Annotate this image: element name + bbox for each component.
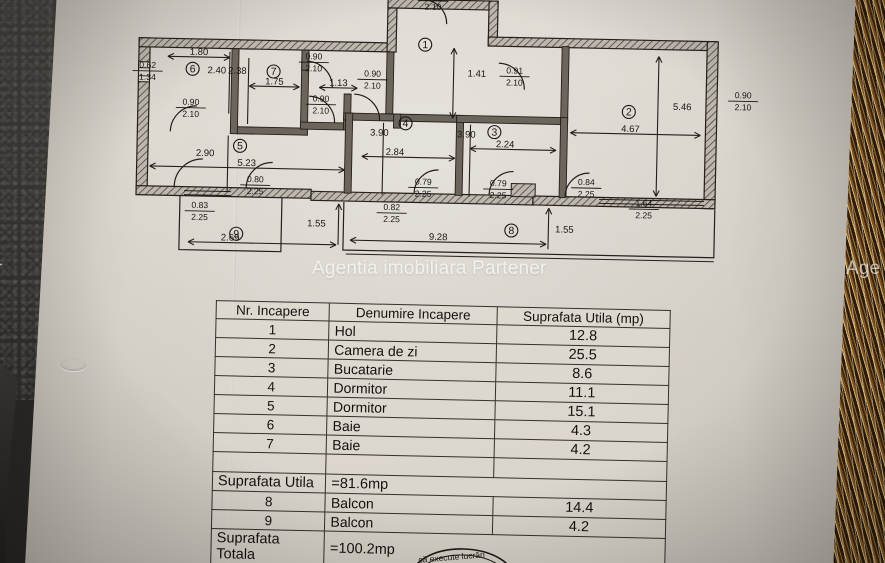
cell-nr: 9: [211, 509, 326, 531]
opening-label: 0.83 2.25: [184, 200, 215, 222]
svg-text:2.10: 2.10: [182, 109, 199, 119]
svg-text:0.79: 0.79: [490, 178, 507, 188]
cell-nr: 4: [214, 375, 329, 398]
dim-room1-offset: 1.41: [467, 69, 486, 80]
opening-label: 0.80 2.25: [240, 174, 271, 196]
svg-text:2.25: 2.25: [247, 186, 264, 196]
room-marker-7: 7: [266, 64, 281, 79]
opening-label: 0.90 2.10: [728, 90, 759, 113]
cell-nr: 6: [213, 413, 328, 436]
cell-nr: 8: [211, 490, 326, 513]
plan-dimension-labels: 1.80 2.40 2.38 1.75 1.13 2.90 5.23 1.41 …: [190, 47, 692, 244]
svg-text:0.82: 0.82: [383, 202, 400, 212]
svg-text:8: 8: [508, 225, 514, 237]
cell-nr: 7: [213, 432, 327, 455]
svg-text:5: 5: [237, 140, 243, 152]
svg-text:2.25: 2.25: [415, 188, 432, 198]
opening-label: 0.90 2.10: [305, 93, 336, 116]
cell-nr: 1: [215, 318, 330, 341]
svg-text:3: 3: [491, 127, 497, 139]
svg-text:0.62: 0.62: [139, 60, 156, 70]
dim-room7-depth: 2.38: [228, 66, 247, 77]
room-marker-2: 2: [621, 104, 636, 119]
svg-text:0.80: 0.80: [247, 174, 264, 184]
subtotal-label: Suprafata Utila: [212, 471, 327, 494]
dim-balcony8-depth: 1.55: [555, 224, 574, 235]
svg-text:2.10: 2.10: [364, 80, 381, 90]
svg-text:2.25: 2.25: [490, 190, 507, 200]
dim-room4-width: 2.84: [386, 147, 405, 158]
dim-room6-depth: 2.40: [207, 65, 226, 76]
opening-label: 0.79 2.25: [483, 178, 514, 200]
opening-label: 0.62 1.34: [132, 60, 163, 82]
svg-text:2.25: 2.25: [635, 210, 652, 220]
svg-text:9: 9: [233, 228, 239, 240]
svg-text:0.90: 0.90: [313, 93, 330, 103]
dim-room6-width: 1.80: [190, 47, 209, 58]
opening-label: 0.84 2.25: [571, 177, 602, 199]
dim-room3-depth: 3.90: [457, 129, 476, 140]
svg-text:0.90: 0.90: [364, 68, 381, 78]
svg-text:0.90: 0.90: [735, 90, 752, 100]
dim-balcony9-depth: 1.55: [307, 218, 326, 229]
dim-corridor: 1.13: [329, 78, 348, 89]
dim-room7-width: 1.75: [265, 76, 284, 87]
opening-label: 0.91 2.10: [499, 65, 530, 88]
opening-label: 1.64 2.25: [628, 198, 659, 220]
room-marker-4: 4: [398, 116, 413, 131]
dim-room4-depth: 3.90: [370, 128, 389, 139]
svg-text:2.25: 2.25: [383, 214, 400, 224]
svg-text:2.10: 2.10: [506, 77, 523, 87]
dim-room3-width: 2.24: [496, 139, 515, 150]
svg-text:7: 7: [271, 66, 277, 78]
svg-text:2.10: 2.10: [305, 63, 322, 73]
room-marker-3: 3: [487, 125, 502, 140]
floor-plan-drawing: 1 2 3 4 5: [132, 0, 759, 263]
svg-text:4: 4: [402, 118, 408, 130]
svg-text:0.79: 0.79: [415, 176, 432, 186]
svg-text:0.90: 0.90: [305, 51, 322, 61]
svg-text:0.83: 0.83: [191, 200, 208, 210]
opening-label: 0.90 2.10: [298, 51, 329, 74]
svg-text:2.25: 2.25: [578, 189, 595, 199]
room-marker-9: 9: [229, 226, 244, 241]
cell-nr: 2: [215, 337, 329, 360]
room-marker-8: 8: [504, 223, 519, 238]
official-stamp: să execute lucrări: [404, 542, 523, 563]
total-label: Suprafata Totala: [210, 528, 325, 563]
room-schedule-table: Nr. Incapere Denumire Incapere Suprafata…: [210, 300, 671, 563]
dim-room5-width: 5.23: [237, 158, 256, 169]
dim-room2-width: 4.67: [621, 124, 640, 135]
svg-text:1: 1: [422, 39, 428, 51]
opening-label: 0.90 2.10: [357, 68, 388, 91]
dim-balcony9-width: 2.69: [221, 232, 240, 243]
svg-text:2.10: 2.10: [425, 2, 442, 12]
dim-balcony8-width: 9.28: [429, 232, 448, 243]
room-marker-6: 6: [185, 61, 200, 76]
svg-text:0.84: 0.84: [578, 177, 595, 187]
opening-label: 0.82 2.25: [376, 202, 407, 224]
svg-text:6: 6: [190, 63, 196, 75]
opening-label: 0.90 2.10: [175, 97, 206, 119]
opening-labels: 0.62 1.34 0.90 2.10 0.90 2.10 0.90 2.10 0.90…: [132, 0, 759, 224]
room-schedule: Nr. Incapere Denumire Incapere Suprafata…: [210, 300, 671, 563]
cell-nr: 3: [214, 356, 329, 379]
svg-text:2.25: 2.25: [191, 212, 208, 222]
cell-nr: 5: [213, 394, 328, 417]
dim-room5-depth: 2.90: [196, 148, 215, 159]
dim-room2-depth: 5.46: [673, 102, 692, 113]
svg-text:1.34: 1.34: [139, 72, 156, 82]
opening-label: 0.79 2.25: [408, 176, 439, 199]
room-marker-5: 5: [232, 138, 248, 153]
svg-text:2.10: 2.10: [312, 105, 329, 115]
svg-text:1.64: 1.64: [635, 198, 652, 208]
svg-text:2: 2: [626, 106, 632, 118]
svg-text:0.91: 0.91: [506, 65, 523, 75]
svg-text:0.90: 0.90: [182, 97, 199, 107]
svg-text:2.10: 2.10: [734, 102, 751, 112]
room-marker-1: 1: [418, 37, 433, 52]
cell-blank: [212, 451, 327, 475]
paper-crease: [60, 359, 86, 372]
